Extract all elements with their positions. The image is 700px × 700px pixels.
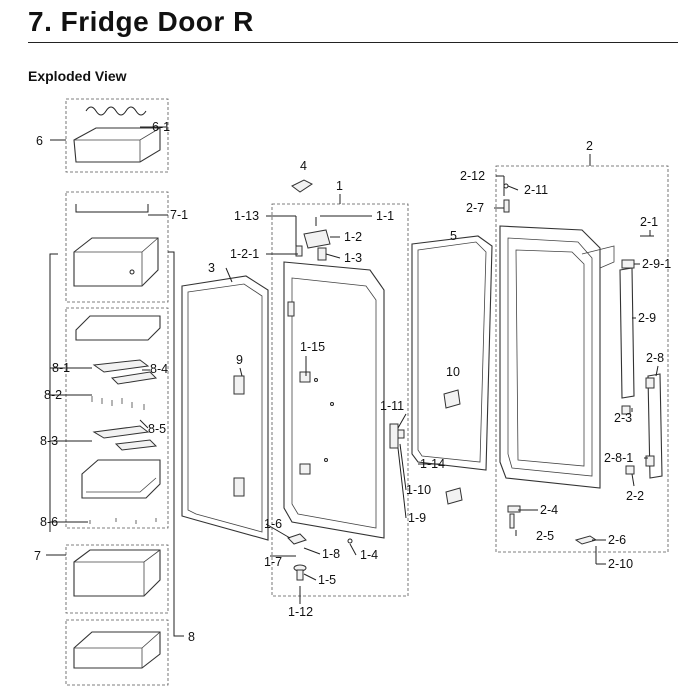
- callout-3: 3: [208, 261, 215, 275]
- section-subtitle: Exploded View: [28, 68, 127, 84]
- callout-9: 9: [236, 353, 243, 367]
- gasket-5: [411, 235, 493, 505]
- callout-1-5: 1-5: [318, 573, 336, 587]
- callout-1-11: 1-11: [380, 399, 404, 413]
- basket-upper: [73, 237, 159, 287]
- part-8-1: [92, 359, 150, 373]
- callout-1-8: 1-8: [322, 547, 340, 561]
- shelf-6: [73, 127, 161, 163]
- callout-2-4: 2-4: [540, 503, 558, 517]
- callout-2-11: 2-11: [524, 183, 548, 197]
- callout-8-5: 8-5: [148, 422, 166, 436]
- callout-6: 6: [36, 134, 43, 148]
- callout-1-12: 1-12: [288, 605, 313, 619]
- callout-10: 10: [446, 365, 460, 379]
- small-parts-2: [503, 183, 654, 545]
- callout-1-9: 1-9: [408, 511, 426, 525]
- group-8-box: [65, 307, 169, 529]
- callout-2-5: 2-5: [536, 529, 554, 543]
- callout-6-1: 6-1: [152, 120, 170, 134]
- callout-2-6: 2-6: [608, 533, 626, 547]
- callout-1-14: 1-14: [420, 457, 445, 471]
- group-7-8-upper-box: [65, 191, 169, 303]
- page-title: 7. Fridge Door R: [28, 6, 254, 37]
- tray-bottom: [73, 631, 161, 669]
- callout-1-7: 1-7: [264, 555, 282, 569]
- gasket-3: [181, 275, 269, 541]
- group-2-box: [495, 165, 669, 553]
- group-6-box: [50, 98, 169, 173]
- callout-1-4: 1-4: [360, 548, 378, 562]
- callout-1-15: 1-15: [300, 340, 325, 354]
- door-liner-1: [283, 261, 385, 539]
- callout-2-1: 2-1: [640, 215, 658, 229]
- title-divider: [28, 42, 678, 43]
- callout-2-3: 2-3: [614, 411, 632, 425]
- callout-2-8-1: 2-8-1: [604, 451, 633, 465]
- hinge-plate-9: [233, 375, 245, 497]
- callout-1-6: 1-6: [264, 517, 282, 531]
- callout-2-10: 2-10: [608, 557, 633, 571]
- callout-1-10: 1-10: [406, 483, 431, 497]
- callout-7: 7: [34, 549, 41, 563]
- callout-8-2: 8-2: [44, 388, 62, 402]
- wire-rack-6-1: [85, 106, 147, 116]
- callout-8-3: 8-3: [40, 434, 58, 448]
- callout-5: 5: [450, 229, 457, 243]
- part-8-3: [92, 425, 150, 439]
- small-parts-1: [287, 217, 405, 581]
- callout-2-7: 2-7: [466, 201, 484, 215]
- callout-1-3: 1-3: [344, 251, 362, 265]
- callout-1-2: 1-2: [344, 230, 362, 244]
- basket-7: [73, 549, 161, 597]
- callout-2-9: 2-9: [638, 311, 656, 325]
- group-7-box: [46, 544, 169, 614]
- callout-1: 1: [336, 179, 343, 193]
- part-8-4: [110, 371, 158, 385]
- crisper-frame: [81, 459, 161, 499]
- door-frame-2: [499, 225, 615, 489]
- callout-1-13: 1-13: [234, 209, 259, 223]
- callout-8-6: 8-6: [40, 515, 58, 529]
- callout-8: 8: [188, 630, 195, 644]
- bracket-7-1: [75, 204, 149, 213]
- callout-2-2: 2-2: [626, 489, 644, 503]
- callout-4: 4: [300, 159, 307, 173]
- callout-1-2-1: 1-2-1: [230, 247, 259, 261]
- handle-2-8: [645, 373, 663, 479]
- trim-bar-2-9: [619, 259, 635, 399]
- group-bottom-box: [65, 619, 169, 686]
- callout-2-12: 2-12: [460, 169, 485, 183]
- callout-2-8: 2-8: [646, 351, 664, 365]
- callout-7-1: 7-1: [170, 208, 188, 222]
- tray-upper: [75, 315, 161, 341]
- callout-2-9-1: 2-9-1: [642, 257, 671, 271]
- cam-4: [291, 179, 313, 193]
- callout-8-4: 8-4: [150, 362, 168, 376]
- hinge-1-2: [295, 229, 331, 261]
- callout-8-1: 8-1: [52, 361, 70, 375]
- callout-1-1: 1-1: [376, 209, 394, 223]
- callout-2: 2: [586, 139, 593, 153]
